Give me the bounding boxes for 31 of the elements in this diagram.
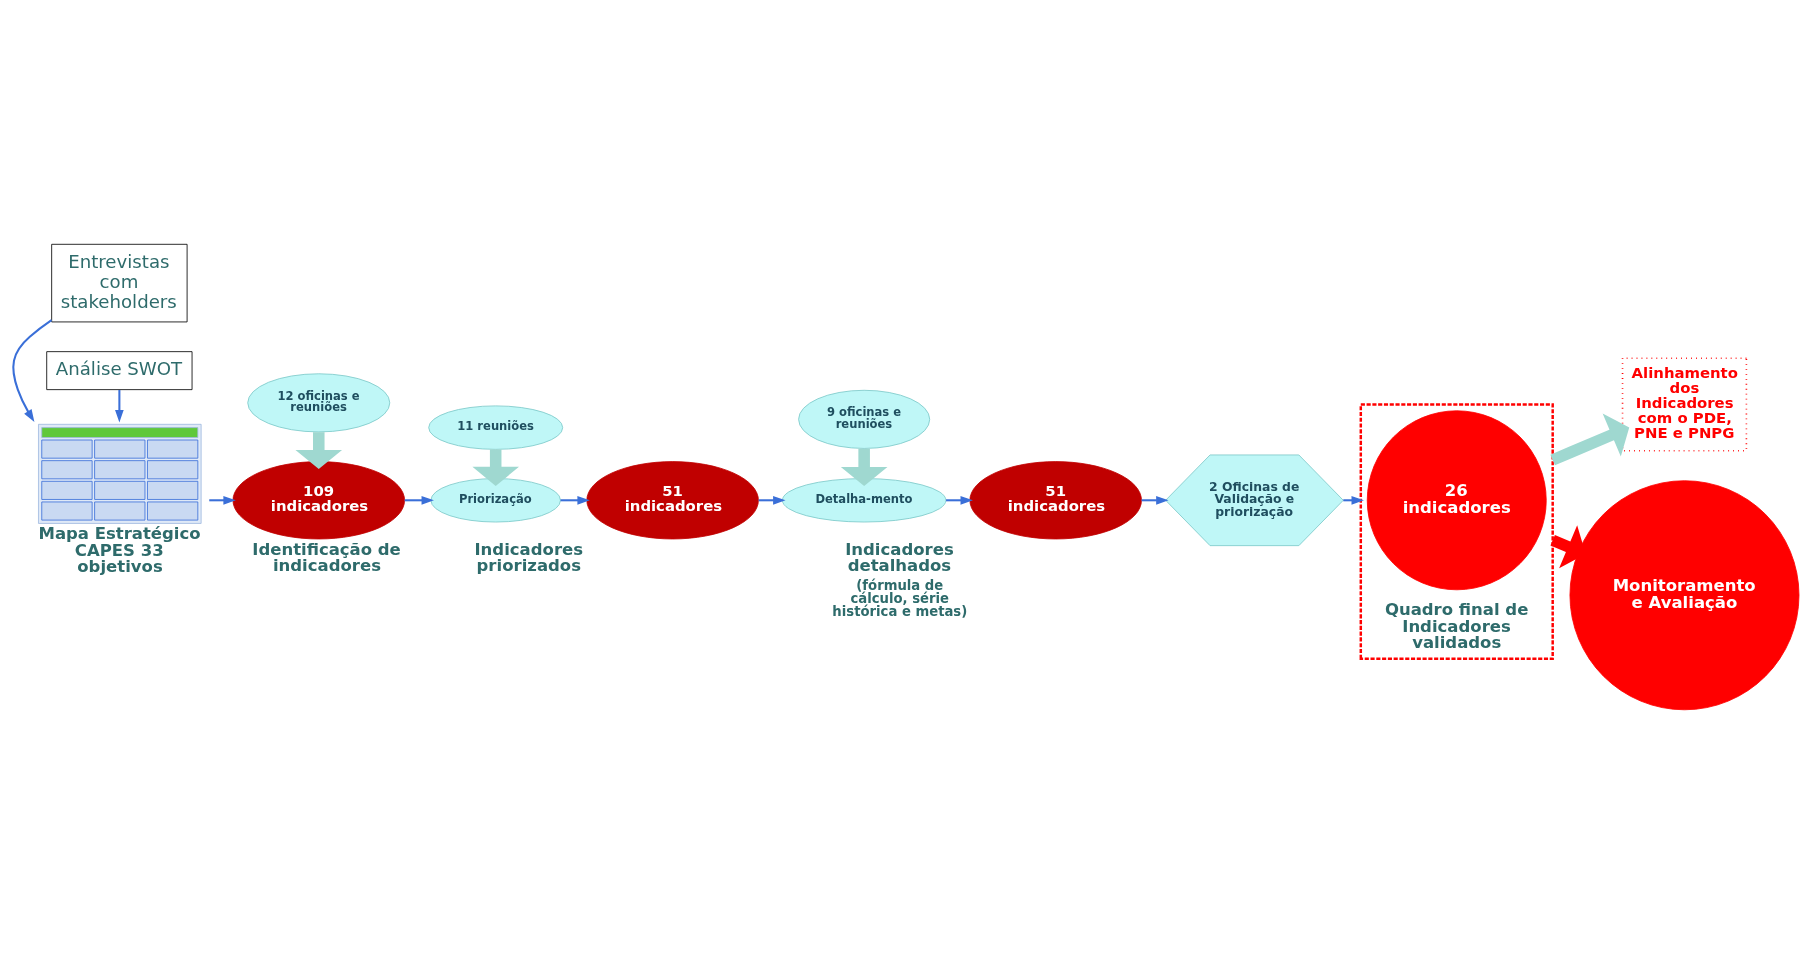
node-label: Mapa Estratégico CAPES 33 objetivos xyxy=(38,524,201,577)
node-ellipse: 51 indicadores xyxy=(586,461,759,540)
arrow xyxy=(209,495,236,505)
arrow xyxy=(295,432,343,469)
node-label: Quadro final de Indicadores validados xyxy=(1384,600,1529,653)
node-box: Entrevistas com stakeholders xyxy=(51,243,188,323)
node-ellipse: 51 indicadores xyxy=(969,461,1142,540)
arrow xyxy=(472,449,519,486)
node-ellipse: 11 reuniões xyxy=(428,405,564,450)
cluster xyxy=(1359,403,1554,661)
arrow xyxy=(1550,413,1630,466)
node-circle: 26 indicadores xyxy=(1366,410,1547,591)
arrow xyxy=(758,495,786,505)
node-box: Alinhamento dos Indicadores com o PDE, PNE e PNPG xyxy=(1621,357,1748,452)
arrow xyxy=(840,448,888,486)
node-box: Análise SWOT xyxy=(46,351,193,391)
node-label: Identificação de indicadores xyxy=(252,539,401,576)
node-ellipse: 109 indicadores xyxy=(232,461,405,540)
node-label: Indicadores priorizados xyxy=(474,539,584,576)
node-ellipse: Priorização xyxy=(430,478,561,523)
arrow xyxy=(946,495,973,505)
arrow xyxy=(12,319,53,422)
arrow xyxy=(1550,525,1586,569)
node-ellipse: 12 oficinas e reuniões xyxy=(247,373,391,433)
node-label: Indicadores detalhados xyxy=(845,539,954,576)
node-ellipse: Detalha-mento xyxy=(782,478,947,523)
node-circle: Monitoramento e Avaliação xyxy=(1569,480,1800,711)
node-ellipse: 9 oficinas e reuniões xyxy=(798,389,931,449)
node-label: (fórmula de cálculo, série histórica e metas) xyxy=(832,577,968,620)
arrow xyxy=(404,495,434,505)
arrow xyxy=(115,390,124,423)
